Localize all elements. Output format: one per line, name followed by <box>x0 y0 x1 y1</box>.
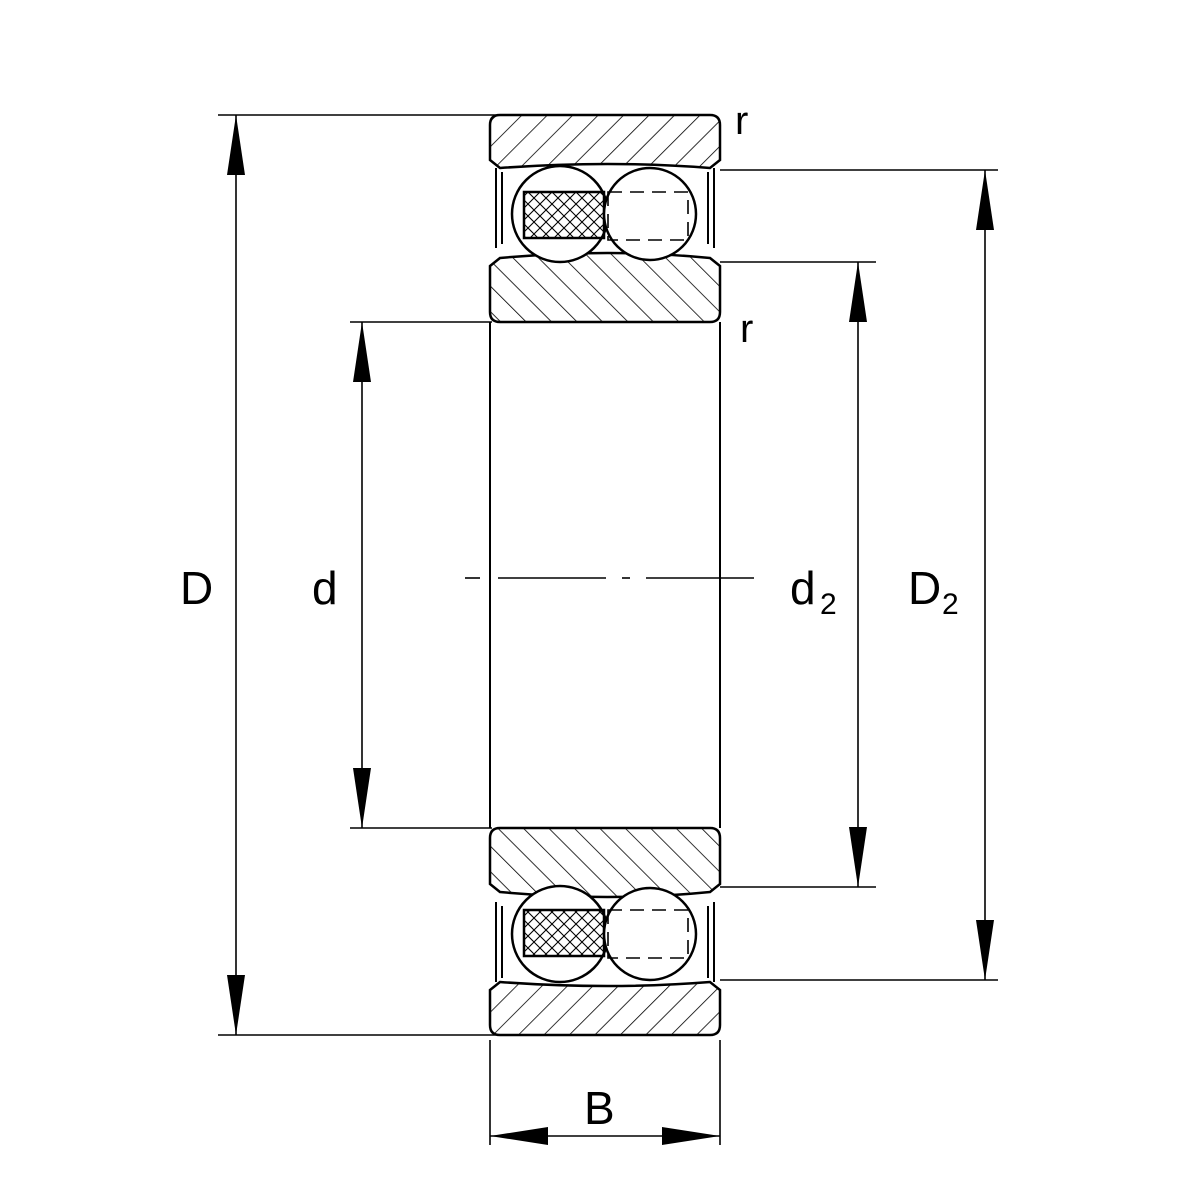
label-r-top: r <box>735 99 748 143</box>
lower-section <box>488 826 722 1037</box>
dim-B <box>490 1127 720 1145</box>
label-B: B <box>584 1082 615 1134</box>
label-D2-sub: 2 <box>942 588 959 621</box>
label-r-inner: r <box>740 307 753 351</box>
inner-ring-top <box>488 251 722 324</box>
label-D: D <box>180 562 213 614</box>
ball-right-top <box>602 166 698 262</box>
seal-right-bottom <box>707 902 715 982</box>
cage-hidden-top <box>607 191 689 241</box>
dim-D2 <box>976 170 994 980</box>
dim-d2 <box>849 262 867 887</box>
label-d2-sub: 2 <box>820 588 837 621</box>
seal-left-top <box>495 168 503 248</box>
ball-right-bottom <box>602 886 698 982</box>
dim-d <box>353 322 371 828</box>
outer-ring-bottom <box>488 980 722 1037</box>
cage-top <box>522 190 606 240</box>
dim-D <box>227 115 245 1035</box>
cage-bottom <box>522 908 606 958</box>
label-D2-main: D <box>908 562 941 614</box>
seal-right-top <box>707 168 715 248</box>
outer-ring-top <box>488 113 722 170</box>
label-d2-main: d <box>790 562 816 614</box>
upper-section <box>488 113 722 324</box>
seal-left-bottom <box>495 902 503 982</box>
cage-hidden-bottom <box>607 909 689 959</box>
inner-ring-bottom <box>488 826 722 899</box>
extension-lines <box>218 114 998 1145</box>
label-d: d <box>312 562 338 614</box>
